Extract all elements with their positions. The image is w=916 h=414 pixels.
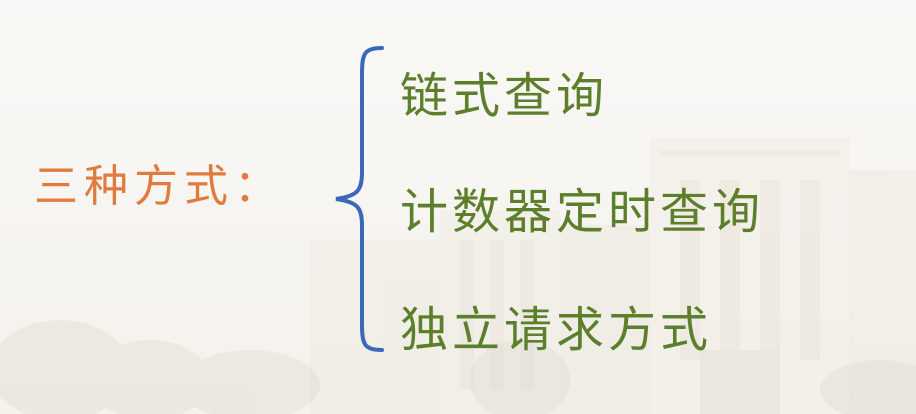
branch-counter-timed-polling: 计数器定时查询 xyxy=(400,184,765,240)
branch-chain-polling: 链式查询 xyxy=(400,68,609,124)
branch-independent-request: 独立请求方式 xyxy=(400,302,713,358)
root-label: 三种方式： xyxy=(34,161,284,212)
curly-brace xyxy=(335,46,384,352)
